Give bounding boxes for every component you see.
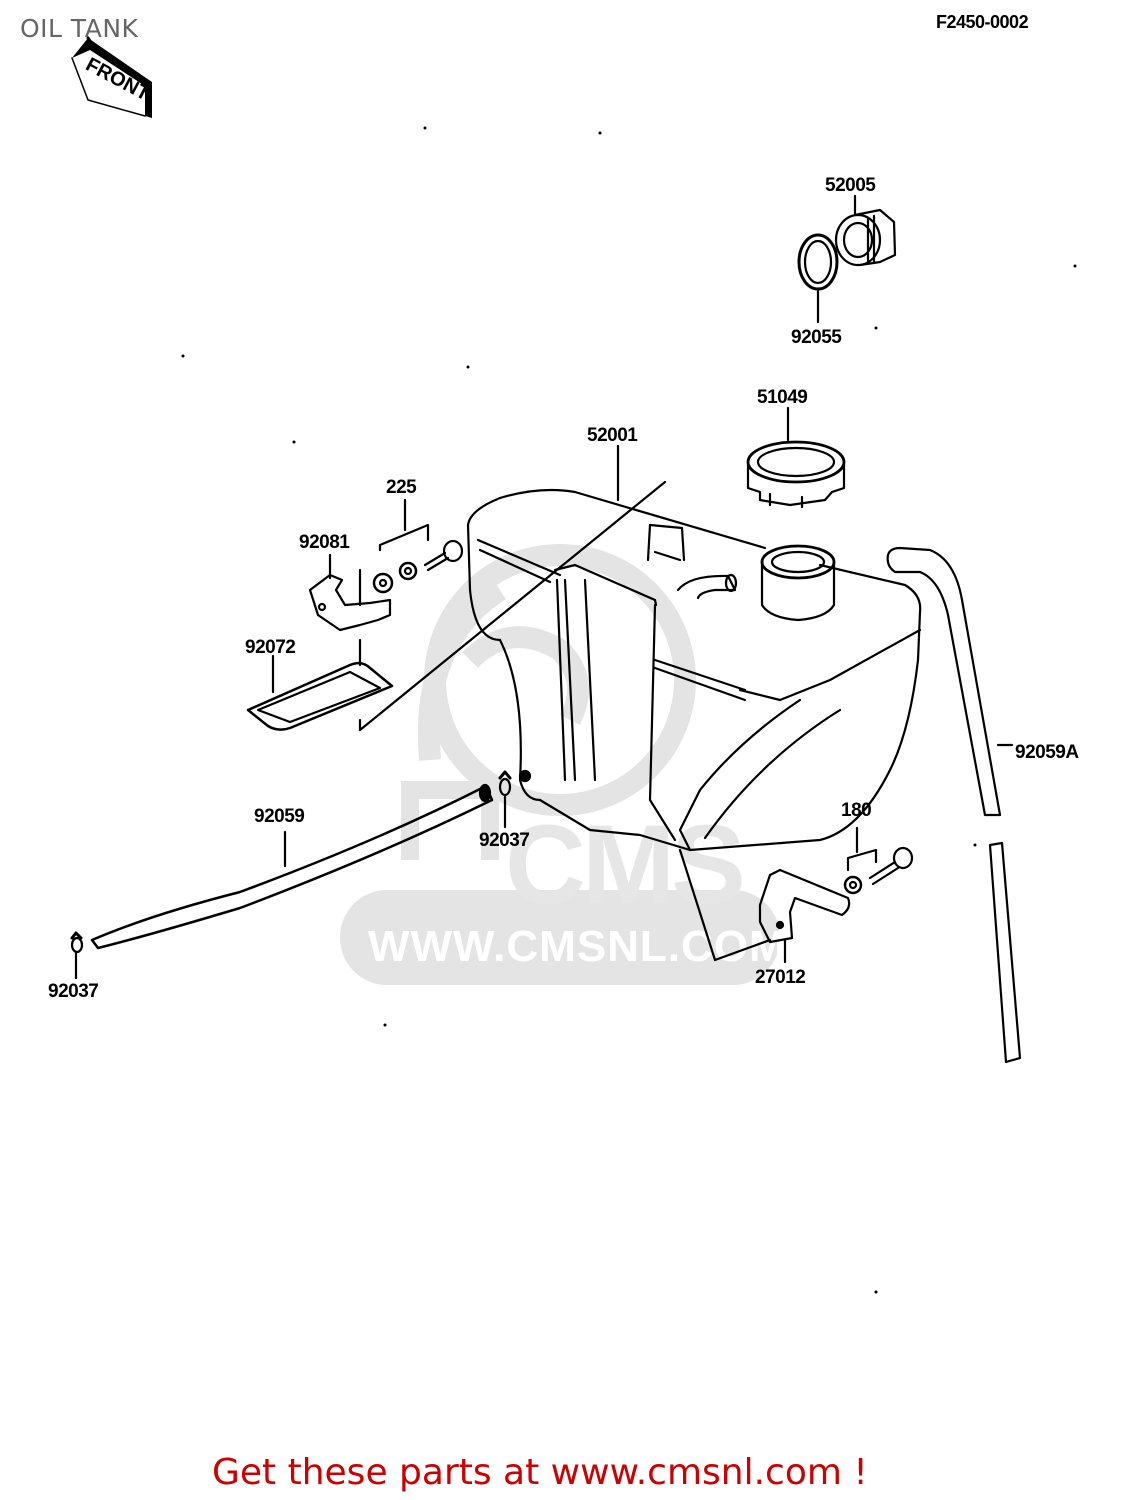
cmsnl-footer-link[interactable]: Get these parts at www.cmsnl.com ! <box>212 1452 868 1493</box>
plug-52005-icon <box>834 194 897 267</box>
scan-dots <box>181 126 1077 1294</box>
watermark-url: WWW.CMSNL.COM <box>368 922 787 971</box>
bracket-27012-icon <box>758 826 914 964</box>
part-label-51049[interactable]: 51049 <box>757 387 808 408</box>
part-label-92037-end[interactable]: 92037 <box>48 981 99 1002</box>
part-label-92059A[interactable]: 92059A <box>1015 742 1079 763</box>
part-label-92055[interactable]: 92055 <box>791 327 842 348</box>
part-label-180[interactable]: 180 <box>841 800 872 821</box>
diagram-code: F2450-0002 <box>936 12 1029 32</box>
oil-hose-92059-icon <box>90 783 494 950</box>
part-label-92072[interactable]: 92072 <box>245 637 296 658</box>
part-label-92059[interactable]: 92059 <box>254 806 305 827</box>
part-label-52001[interactable]: 52001 <box>587 425 638 446</box>
o-ring-92055-icon <box>797 233 839 324</box>
clamp-92081-icon <box>308 553 392 667</box>
part-label-92037-tank[interactable]: 92037 <box>479 830 530 851</box>
breather-hose-92059A-icon <box>886 546 1022 1064</box>
rubber-pad-92072-icon <box>246 654 394 731</box>
filler-cap-51049-icon <box>746 406 846 509</box>
front-arrow-icon: FRONT <box>71 36 153 118</box>
hose-clip-92037-icon <box>70 769 532 980</box>
part-label-225[interactable]: 225 <box>386 477 417 498</box>
watermark-brand: CMS <box>505 802 746 927</box>
part-label-27012[interactable]: 27012 <box>755 967 806 988</box>
bolt-225-icon <box>372 498 464 594</box>
oil-tank-52001-icon <box>358 444 922 962</box>
part-label-52005[interactable]: 52005 <box>825 175 876 196</box>
page-title: OIL TANK <box>20 14 139 43</box>
part-label-92081[interactable]: 92081 <box>299 532 350 553</box>
